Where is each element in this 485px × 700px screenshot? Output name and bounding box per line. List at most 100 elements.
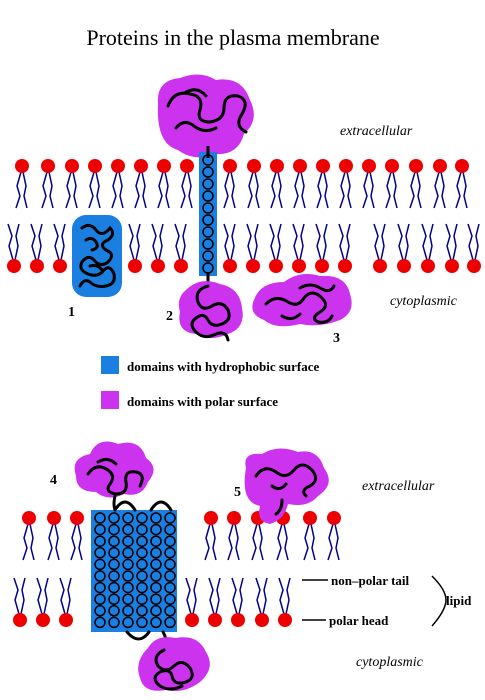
helix-turn xyxy=(136,523,148,536)
lipid-head xyxy=(362,159,376,173)
lipid-tail xyxy=(254,171,260,209)
helix-turn xyxy=(150,593,162,605)
lipid-tail xyxy=(211,523,217,561)
helix-turn xyxy=(122,523,134,536)
helix-turn xyxy=(108,512,120,524)
helix-turn xyxy=(150,523,162,536)
lipid-tail xyxy=(270,171,277,209)
lipid-tail xyxy=(70,523,77,561)
lipid-tail xyxy=(111,171,118,209)
lipid-tail xyxy=(253,223,259,261)
lipid-tail xyxy=(392,171,398,209)
lipid-tail xyxy=(59,577,66,615)
lipid-tail xyxy=(416,171,422,209)
lipid-head xyxy=(339,159,353,173)
lipid-head xyxy=(433,159,447,173)
protein-2 xyxy=(157,74,254,342)
lipid-head xyxy=(53,259,67,273)
lipid-tail xyxy=(283,523,289,561)
lipid-head xyxy=(65,159,79,173)
helix-turn xyxy=(150,512,162,524)
lipid-head xyxy=(445,259,459,273)
lipid-tail xyxy=(118,171,124,209)
lipid-tail xyxy=(53,223,60,261)
lipid-head xyxy=(227,511,241,525)
lipid-head xyxy=(134,159,148,173)
lipid-tail xyxy=(192,577,198,615)
legend-polar-text: domains with polar surface xyxy=(127,394,278,409)
lipid-tail xyxy=(269,223,276,261)
legend-hydrophobic-swatch xyxy=(101,356,119,374)
helix-turn xyxy=(164,616,176,629)
polar-head-label: polar head xyxy=(329,613,389,628)
lipid-tail xyxy=(474,223,480,261)
helix-turn xyxy=(164,547,176,559)
lipid-tail xyxy=(316,171,323,209)
lipid-tail xyxy=(462,171,468,209)
lipid-tail xyxy=(15,171,22,209)
lipid-head xyxy=(409,159,423,173)
lipid-tail xyxy=(29,523,35,561)
lipid-head xyxy=(231,613,245,627)
lipid-head xyxy=(41,159,55,173)
lipid-head xyxy=(327,511,341,525)
lipid-tail xyxy=(227,523,234,561)
lipid-tail xyxy=(373,223,380,261)
helix-turn xyxy=(136,558,148,571)
helix-turn xyxy=(108,547,120,559)
polypeptide-chain xyxy=(166,88,248,134)
lipid-head xyxy=(247,159,261,173)
helix-turn xyxy=(164,523,176,536)
lipid-head xyxy=(70,511,84,525)
polypeptide-chain xyxy=(86,457,144,496)
lipid-tail xyxy=(164,171,170,209)
lipid-head xyxy=(223,159,237,173)
helix-turn xyxy=(164,535,176,547)
helix-turn xyxy=(164,512,176,524)
helix-turn xyxy=(136,512,148,524)
lipid-head xyxy=(467,259,481,273)
helix-turn xyxy=(122,616,134,629)
lipid-label: lipid xyxy=(446,593,472,608)
helix-turn xyxy=(202,202,214,214)
lipid-tail xyxy=(310,523,316,561)
lipid-head xyxy=(111,159,125,173)
helix-turn xyxy=(202,166,214,178)
lipid-tail xyxy=(323,171,329,209)
polypeptide-chain xyxy=(190,284,231,342)
lipid-tail xyxy=(397,223,404,261)
lipid-tail xyxy=(293,171,300,209)
lipid-tail xyxy=(20,577,26,615)
lipid-tail xyxy=(208,577,215,615)
lipid-tail xyxy=(445,223,452,261)
lipid-tail xyxy=(48,171,54,209)
helix-turn xyxy=(136,535,148,547)
lipid-head xyxy=(7,259,21,273)
lipid-head xyxy=(13,613,27,627)
helix-turn xyxy=(136,570,148,582)
helix-turn xyxy=(136,547,148,559)
helix-turn xyxy=(122,593,134,605)
lipid-head xyxy=(185,613,199,627)
lipid-tail xyxy=(258,523,264,561)
helix-turns xyxy=(94,512,176,629)
lipid-tail xyxy=(157,171,164,209)
lipid-tail xyxy=(54,523,60,561)
lipid-tail xyxy=(95,171,101,209)
lipid-tail xyxy=(14,223,20,261)
lipid-tail xyxy=(181,223,187,261)
lipid-tail xyxy=(230,171,236,209)
lipid-tail xyxy=(234,523,240,561)
lipid-tail xyxy=(292,223,299,261)
lipid-tail xyxy=(134,171,141,209)
helix-turn xyxy=(202,214,214,226)
lipid-head xyxy=(208,613,222,627)
lipid-head xyxy=(180,159,194,173)
lipid-tail xyxy=(246,223,253,261)
helix-turn xyxy=(202,190,214,202)
helix-turn xyxy=(122,512,134,524)
lipid-head xyxy=(293,159,307,173)
lipid-tail xyxy=(277,171,283,209)
helix-turn xyxy=(136,616,148,629)
lipid-head xyxy=(278,613,292,627)
